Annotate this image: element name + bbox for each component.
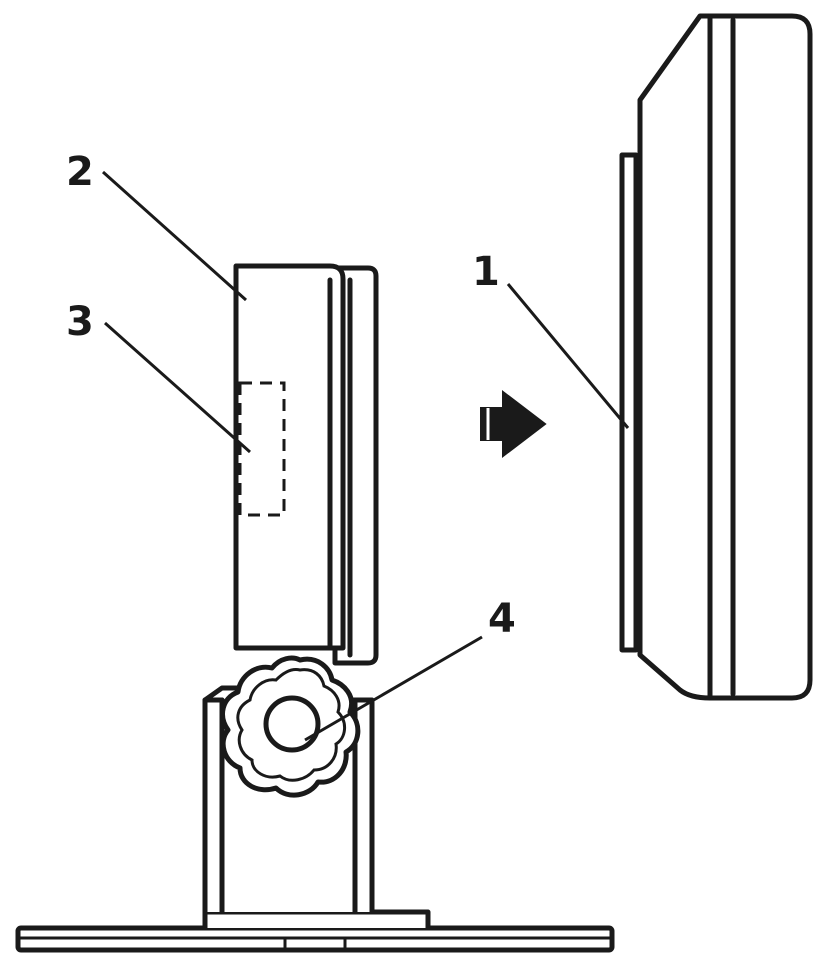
monitor-side-view [619, 13, 813, 701]
callout-2: 2 [66, 149, 94, 195]
callout-3: 3 [66, 299, 94, 345]
callout-1: 1 [472, 249, 500, 295]
callout-4: 4 [488, 596, 516, 642]
leader-lines [101, 170, 630, 742]
stand-base [15, 909, 615, 953]
leader-1 [506, 283, 630, 429]
hidden-component [238, 381, 286, 517]
right-arrow-icon [480, 389, 547, 459]
mount-plate-side [233, 263, 379, 666]
leader-2 [101, 170, 248, 302]
leader-3 [104, 321, 251, 454]
leader-4 [304, 635, 483, 742]
adjustment-knob [220, 655, 361, 798]
